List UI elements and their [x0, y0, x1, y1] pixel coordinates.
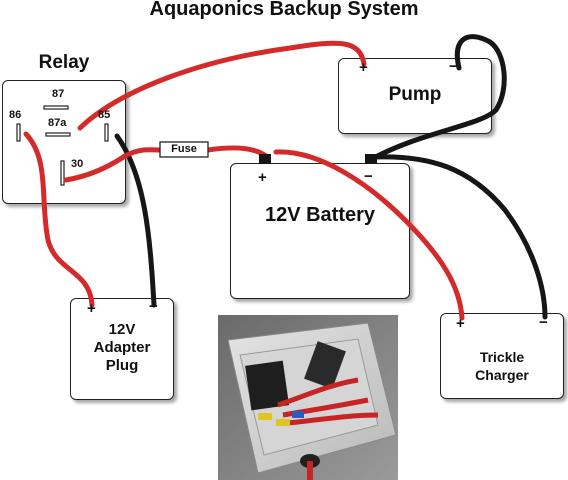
- battery-label: 12V Battery: [264, 204, 376, 226]
- relay87a-to-pump-positive-wire: [77, 40, 367, 131]
- relay-pin-87-label: 87: [52, 88, 65, 100]
- adapter-positive-wire: [23, 131, 95, 308]
- relay-pin-87a-label: 87a: [48, 117, 67, 129]
- relay-pin-86-label: 86: [9, 109, 22, 121]
- fuse-to-battery-positive-wire: [205, 145, 269, 159]
- charger-box: [440, 313, 564, 399]
- fuse-body: [159, 141, 209, 158]
- pump-negative-wire: [367, 34, 507, 163]
- charger-label-line2: Charger: [475, 367, 529, 383]
- battery-negative-terminal: [365, 154, 377, 164]
- fuse-label: Fuse: [171, 143, 197, 155]
- battery-to-charger-positive-wire: [273, 149, 465, 321]
- adapter-negative-sign: −: [149, 298, 158, 315]
- pump-negative-sign: −: [449, 58, 458, 75]
- battery-positive-terminal: [259, 154, 271, 164]
- enclosure-photo: [218, 315, 398, 480]
- adapter-negative-wire: [114, 133, 157, 308]
- pump-positive-sign: +: [359, 59, 368, 76]
- relay-label: Relay: [38, 52, 90, 73]
- charger-label-line1: Trickle: [479, 349, 525, 365]
- adapter-label-line1: 12V: [108, 321, 136, 338]
- adapter-positive-sign: +: [87, 300, 96, 317]
- adapter-box: [70, 298, 174, 400]
- charger-positive-sign: +: [456, 315, 465, 332]
- battery-positive-sign: +: [258, 169, 267, 186]
- battery-negative-sign: −: [364, 168, 373, 185]
- adapter-label-line2: Adapter: [93, 339, 151, 356]
- charger-negative-sign: −: [539, 314, 548, 331]
- relay-pin-85-label: 85: [98, 109, 111, 121]
- diagram-title: Aquaponics Backup System: [149, 0, 419, 20]
- pump-box: [338, 58, 492, 134]
- pump-label: Pump: [388, 84, 442, 105]
- relay-pin-30-label: 30: [71, 158, 84, 170]
- charger-negative-wire: [371, 154, 548, 320]
- relay30-to-fuse-wire: [63, 147, 163, 183]
- adapter-label-line3: Plug: [105, 357, 139, 374]
- battery-box: [230, 163, 410, 299]
